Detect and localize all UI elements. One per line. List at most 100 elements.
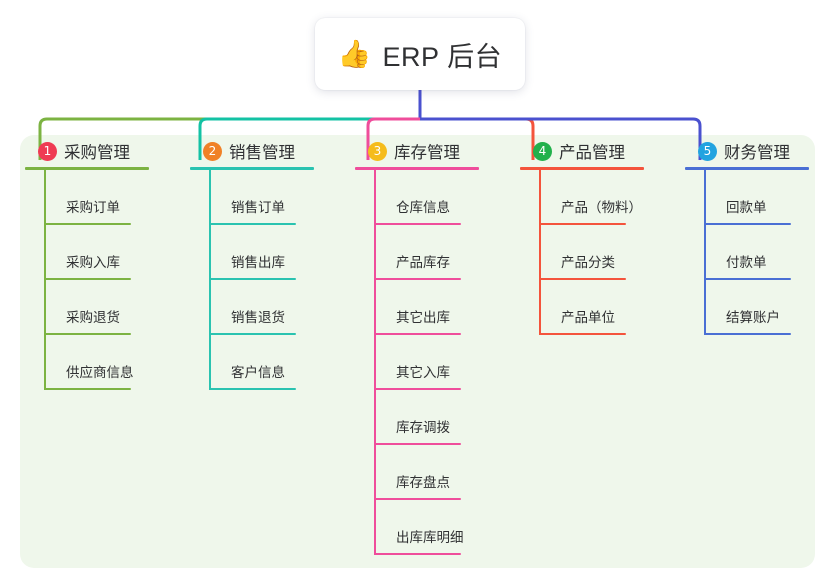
- leaf-underline: [209, 278, 296, 280]
- leaf-underline: [374, 333, 461, 335]
- leaf-underline: [704, 333, 791, 335]
- leaf-underline: [44, 333, 131, 335]
- leaf-underline: [44, 278, 131, 280]
- leaf-underline: [374, 553, 461, 555]
- leaf-label: 其它出库: [396, 310, 450, 325]
- branch-underline: [520, 167, 644, 170]
- leaf-node[interactable]: 付款单: [704, 225, 839, 280]
- branch-underline: [685, 167, 809, 170]
- leaf-label: 产品（物料）: [561, 200, 642, 215]
- leaf-label: 销售出库: [231, 255, 285, 270]
- branch-children: 产品（物料） 产品分类产品单位: [539, 170, 680, 335]
- leaf-node[interactable]: 库存盘点: [374, 445, 515, 500]
- branch-title: 库存管理: [394, 144, 460, 162]
- leaf-underline: [539, 278, 626, 280]
- leaf-node[interactable]: 仓库信息: [374, 170, 515, 225]
- leaf-label: 产品库存: [396, 255, 450, 270]
- branch-underline: [355, 167, 479, 170]
- leaf-underline: [209, 333, 296, 335]
- leaf-node[interactable]: 销售出库: [209, 225, 350, 280]
- branch-header-3[interactable]: 3 库存管理: [350, 135, 515, 167]
- branch-number-badge: 4: [533, 141, 552, 161]
- leaf-node[interactable]: 其它入库: [374, 335, 515, 390]
- leaf-label: 结算账户: [726, 310, 780, 325]
- leaf-node[interactable]: 库存调拨: [374, 390, 515, 445]
- leaf-label: 采购订单: [66, 200, 120, 215]
- leaf-node[interactable]: 结算账户: [704, 280, 839, 335]
- leaf-node[interactable]: 产品分类: [539, 225, 680, 280]
- branch-underline: [25, 167, 149, 170]
- branch-underline: [190, 167, 314, 170]
- branch-spine: [44, 170, 46, 390]
- leaf-label: 产品分类: [561, 255, 615, 270]
- branch-spine: [539, 170, 541, 335]
- branch-header-5[interactable]: 5 财务管理: [680, 135, 839, 167]
- branch-4: 4 产品管理产品（物料） 产品分类产品单位: [515, 135, 680, 335]
- leaf-node[interactable]: 采购退货: [44, 280, 185, 335]
- leaf-node[interactable]: 出库库明细: [374, 500, 515, 555]
- leaf-label: 销售退货: [231, 310, 285, 325]
- leaf-label: 采购退货: [66, 310, 120, 325]
- leaf-label: 付款单: [726, 255, 767, 270]
- leaf-underline: [539, 333, 626, 335]
- leaf-node[interactable]: 采购入库: [44, 225, 185, 280]
- leaf-label: 库存调拨: [396, 420, 450, 435]
- leaf-node[interactable]: 产品单位: [539, 280, 680, 335]
- leaf-node[interactable]: 其它出库: [374, 280, 515, 335]
- leaf-label: 其它入库: [396, 365, 450, 380]
- branch-children: 采购订单采购入库采购退货供应商信息: [44, 170, 185, 390]
- root-node-title: ERP 后台: [382, 41, 503, 72]
- diagram-background-panel: [20, 135, 815, 568]
- branch-title: 采购管理: [64, 144, 130, 162]
- leaf-node[interactable]: 产品（物料）: [539, 170, 680, 225]
- branch-spine: [704, 170, 706, 335]
- branch-header-2[interactable]: 2 销售管理: [185, 135, 350, 167]
- leaf-node[interactable]: 销售退货: [209, 280, 350, 335]
- branch-children: 仓库信息产品库存其它出库其它入库库存调拨库存盘点出库库明细: [374, 170, 515, 555]
- leaf-label: 仓库信息: [396, 200, 450, 215]
- leaf-node[interactable]: 回款单: [704, 170, 839, 225]
- leaf-label: 采购入库: [66, 255, 120, 270]
- branch-spine: [374, 170, 376, 555]
- leaf-underline: [704, 223, 791, 225]
- branch-title: 销售管理: [229, 144, 295, 162]
- leaf-underline: [374, 443, 461, 445]
- leaf-node[interactable]: 客户信息: [209, 335, 350, 390]
- branch-children: 回款单付款单结算账户: [704, 170, 839, 335]
- leaf-label: 客户信息: [231, 365, 285, 380]
- branch-number-badge: 3: [368, 141, 387, 161]
- branch-spine: [209, 170, 211, 390]
- branch-2: 2 销售管理销售订单销售出库销售退货客户信息: [185, 135, 350, 390]
- leaf-label: 出库库明细: [396, 530, 464, 545]
- leaf-label: 销售订单: [231, 200, 285, 215]
- branch-title: 产品管理: [559, 144, 625, 162]
- leaf-node[interactable]: 供应商信息: [44, 335, 185, 390]
- leaf-node[interactable]: 产品库存: [374, 225, 515, 280]
- branch-number-badge: 5: [698, 141, 717, 161]
- thumbs-up-icon: 👍: [337, 38, 372, 69]
- leaf-underline: [539, 223, 626, 225]
- branch-number-badge: 2: [203, 141, 222, 161]
- leaf-underline: [374, 223, 461, 225]
- leaf-underline: [44, 223, 131, 225]
- leaf-underline: [374, 278, 461, 280]
- leaf-underline: [374, 498, 461, 500]
- branch-children: 销售订单销售出库销售退货客户信息: [209, 170, 350, 390]
- leaf-underline: [44, 388, 131, 390]
- branch-3: 3 库存管理仓库信息产品库存其它出库其它入库库存调拨库存盘点出库库明细: [350, 135, 515, 555]
- branch-5: 5 财务管理回款单付款单结算账户: [680, 135, 839, 335]
- branch-title: 财务管理: [724, 144, 790, 162]
- leaf-underline: [374, 388, 461, 390]
- leaf-underline: [704, 278, 791, 280]
- leaf-node[interactable]: 销售订单: [209, 170, 350, 225]
- leaf-label: 回款单: [726, 200, 767, 215]
- leaf-label: 库存盘点: [396, 475, 450, 490]
- leaf-node[interactable]: 采购订单: [44, 170, 185, 225]
- root-node[interactable]: 👍 ERP 后台: [315, 18, 525, 90]
- leaf-label: 供应商信息: [66, 365, 134, 380]
- branch-header-4[interactable]: 4 产品管理: [515, 135, 680, 167]
